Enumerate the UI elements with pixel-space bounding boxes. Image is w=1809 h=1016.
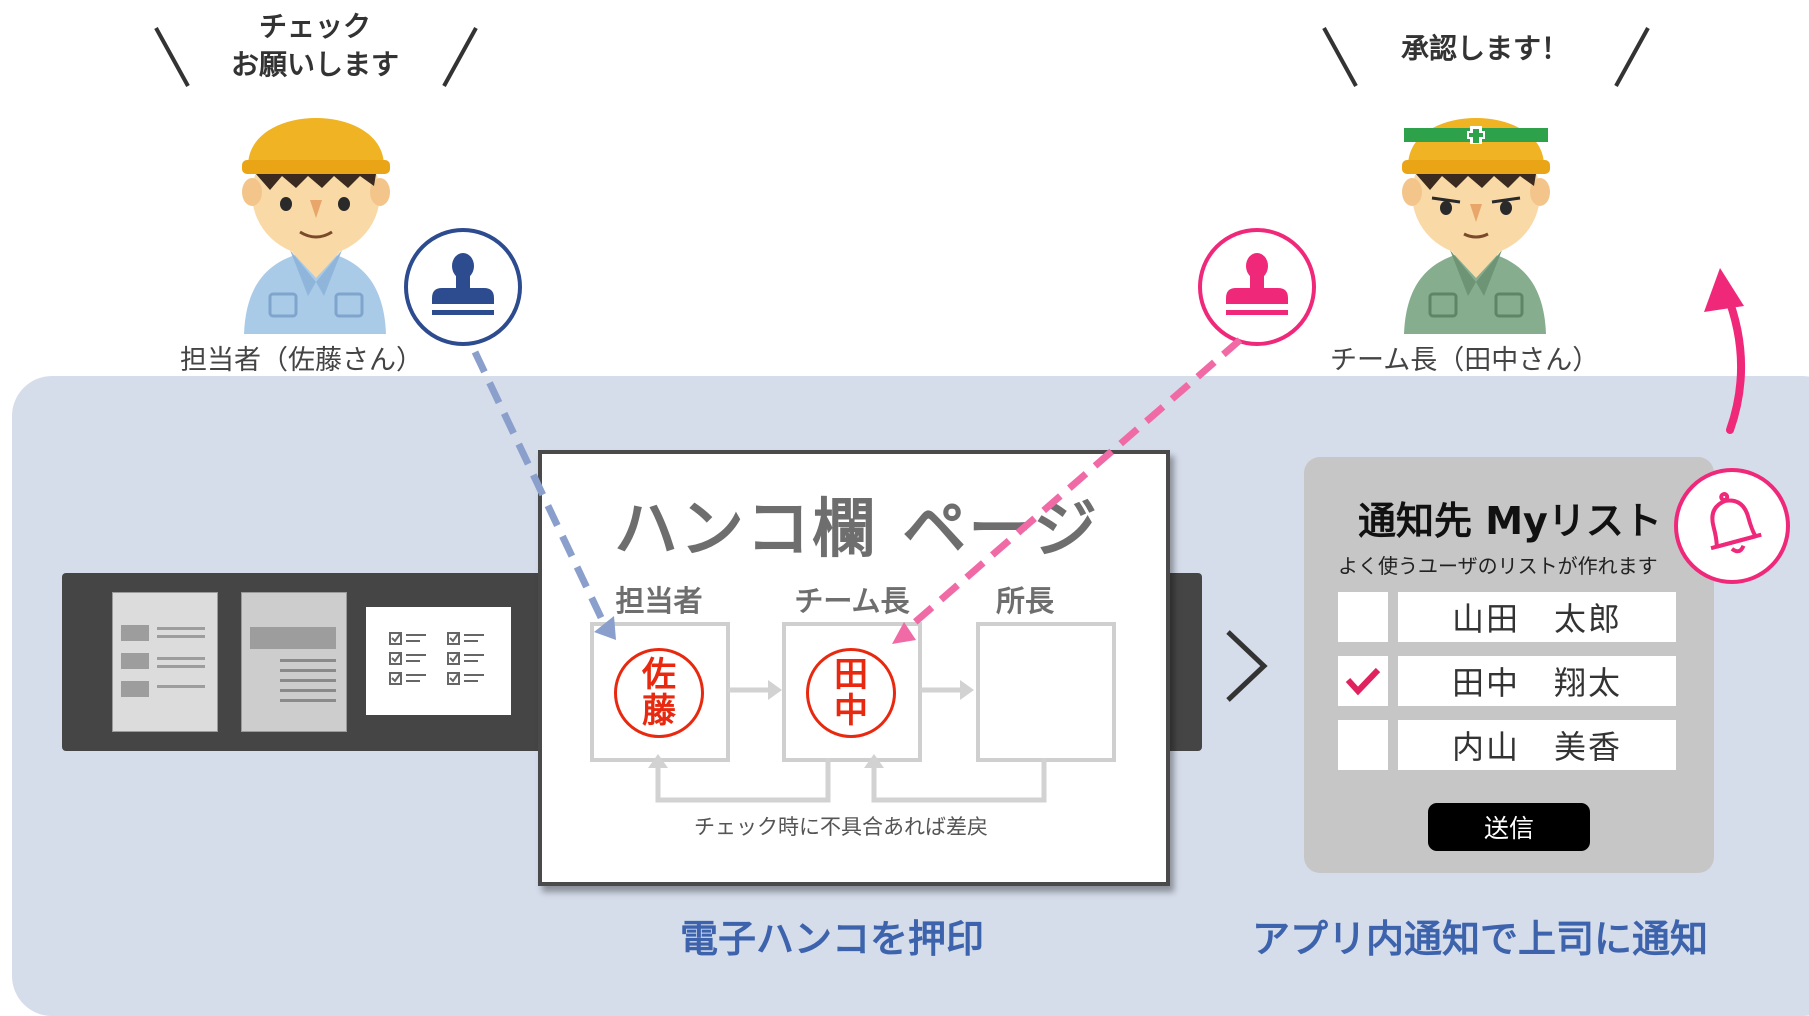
checkbox-user-3[interactable] xyxy=(1338,720,1388,770)
column-label-shochou: 所長 xyxy=(995,584,1054,618)
seal-sato-char1: 佐 xyxy=(642,655,676,695)
stamp-icon-blue[interactable] xyxy=(402,226,524,348)
speech-left-line1: チェック xyxy=(258,10,371,43)
bell-icon[interactable] xyxy=(1672,466,1792,586)
return-note: チェック時に不具合あれば差戻 xyxy=(694,815,988,839)
worker-sato-label: 担当者（佐藤さん） xyxy=(180,345,423,376)
worker-tanaka-avatar xyxy=(1402,118,1550,334)
document-thumbnail-1[interactable] xyxy=(112,592,218,732)
column-label-tantousha: 担当者 xyxy=(615,584,703,618)
caption-notify: アプリ内通知で上司に通知 xyxy=(1252,917,1709,961)
check-icon xyxy=(1345,667,1381,696)
user-row-1[interactable]: 山田 太郎 xyxy=(1398,592,1676,642)
speech-lines-right xyxy=(1322,27,1650,87)
caption-stamp: 電子ハンコを押印 xyxy=(680,917,985,961)
document-thumbnail-2[interactable] xyxy=(241,592,347,732)
user-row-3[interactable]: 内山 美香 xyxy=(1398,720,1676,770)
speech-left: チェック お願いします xyxy=(200,8,430,84)
user-row-2[interactable]: 田中 翔太 xyxy=(1398,656,1676,706)
checklist-thumbnail[interactable] xyxy=(366,607,511,715)
seal-tanaka: 田 中 xyxy=(806,648,896,738)
approval-flow-arrows xyxy=(648,680,1047,803)
seal-tanaka-char2: 中 xyxy=(834,691,868,731)
checklist-icon xyxy=(389,632,484,685)
seal-tanaka-char1: 田 xyxy=(834,655,868,695)
speech-right: 承認します！ xyxy=(1400,32,1569,65)
speech-left-line2: お願いします xyxy=(230,48,399,81)
checkbox-user-2[interactable] xyxy=(1338,656,1388,706)
worker-tanaka-label: チーム長（田中さん） xyxy=(1330,345,1600,376)
mylist-title: 通知先 Myリスト xyxy=(1358,499,1662,543)
checkbox-user-1[interactable] xyxy=(1338,592,1388,642)
send-button[interactable]: 送信 xyxy=(1428,803,1590,851)
mylist-subtitle: よく使うユーザのリストが作れます xyxy=(1338,554,1658,578)
worker-sato-avatar xyxy=(242,118,390,334)
column-label-team-leader: チーム長 xyxy=(794,584,910,618)
stamp-icon-pink[interactable] xyxy=(1196,226,1318,348)
chevron-right-icon xyxy=(1226,630,1268,702)
seal-sato: 佐 藤 xyxy=(614,648,704,738)
speech-lines-left xyxy=(154,27,478,87)
curved-up-arrow-icon xyxy=(1704,268,1746,434)
seal-sato-char2: 藤 xyxy=(642,691,676,731)
